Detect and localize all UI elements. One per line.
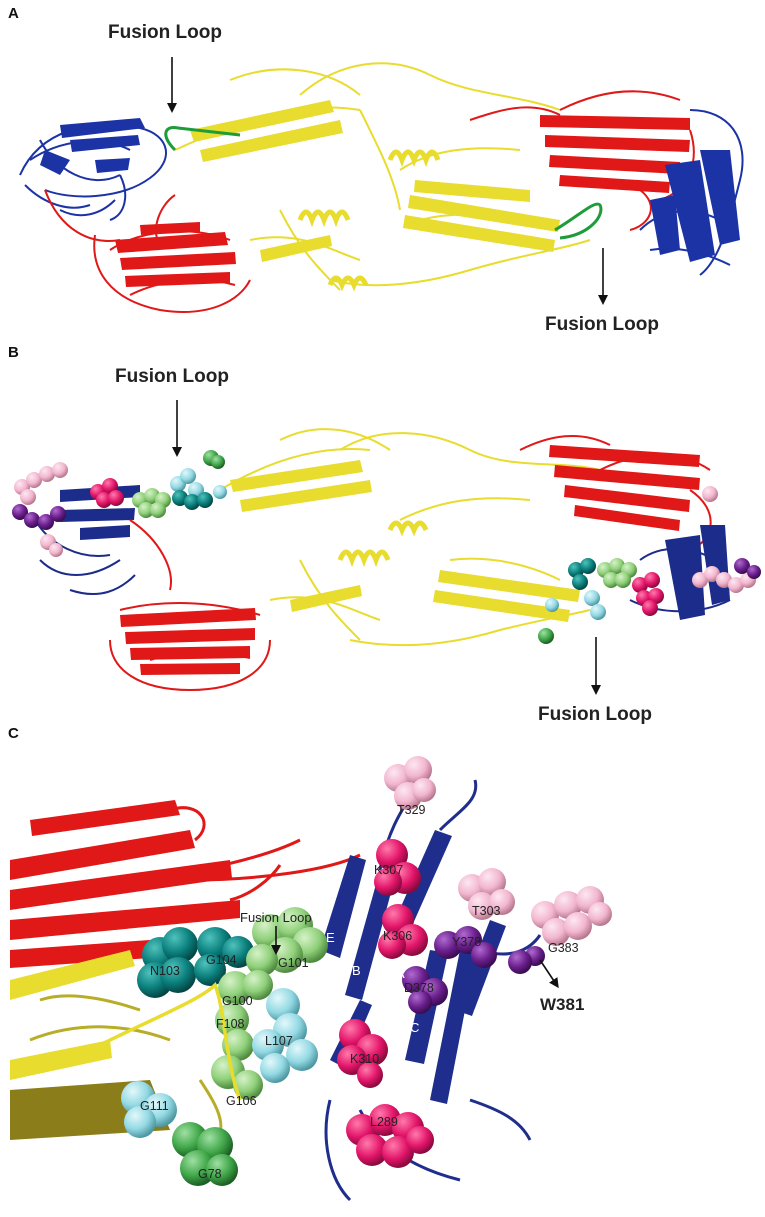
residue-label-k310: K310	[350, 1052, 379, 1066]
sphere-g111	[121, 1081, 177, 1138]
sphere-g78	[172, 1122, 238, 1186]
residue-label-d378: D378	[404, 981, 434, 995]
sphere-k310	[337, 1019, 388, 1088]
domain-i-center	[174, 62, 591, 291]
fusion-loop-label-b-left: Fusion Loop	[115, 366, 229, 387]
sphere-cluster-b-left	[12, 450, 227, 557]
residue-label-l107: L107	[265, 1034, 293, 1048]
residue-label-f108: F108	[216, 1017, 245, 1031]
sphere-l289	[346, 1104, 434, 1168]
sphere-n103	[137, 927, 198, 998]
panel-b: B	[8, 344, 761, 725]
residue-label-g78: G78	[198, 1167, 222, 1181]
fusion-loop-a-left	[164, 125, 241, 152]
domain-i-helix	[297, 149, 441, 292]
w381-label: W381	[540, 995, 584, 1014]
panel-letter-a: A	[8, 5, 19, 22]
domain-ii-left-b-sheet	[120, 608, 256, 675]
sphere-g100	[218, 970, 273, 1005]
sphere-l107	[252, 988, 318, 1083]
sphere-k307	[374, 839, 421, 896]
sphere-g104	[194, 927, 254, 986]
domain-ii-right-b-sheet	[549, 445, 700, 531]
w381-arrow	[539, 959, 559, 989]
fusion-loop-a-right	[554, 202, 603, 240]
residue-label-g104: G104	[206, 953, 237, 967]
residue-label-n103: N103	[150, 964, 180, 978]
domain-i-zoom-overloop	[99, 981, 242, 1101]
strand-label-f: F	[433, 1038, 441, 1053]
domain-ii-left-sheet	[115, 222, 236, 287]
strand-label-b: B	[352, 963, 361, 978]
residue-label-g383: G383	[548, 941, 579, 955]
residue-label-g100: G100	[222, 994, 253, 1008]
domain-ii-zoom	[10, 800, 240, 968]
domain-iii-left	[19, 123, 167, 221]
residue-label-g111: G111	[140, 1099, 169, 1113]
domain-iii-left-sheet	[40, 118, 145, 175]
panel-letter-b: B	[8, 344, 19, 361]
domain-iii-right-sheet	[650, 150, 740, 262]
panel-letter-c: C	[8, 725, 19, 742]
domain-i-b-sheet	[230, 460, 580, 622]
fusion-loop-label-c: Fusion Loop	[240, 910, 312, 925]
residue-label-k306: K306	[383, 929, 412, 943]
fusion-loop-label-a-right: Fusion Loop	[545, 314, 659, 335]
sphere-y378	[434, 926, 532, 974]
sphere-cluster-b-right	[538, 486, 761, 644]
sphere-d378	[402, 966, 448, 1014]
domain-i-zoom	[10, 950, 135, 1080]
sphere-g106	[211, 1055, 263, 1100]
strand-label-e: E	[326, 930, 335, 945]
residue-label-k307: K307	[374, 863, 403, 877]
panel-a: A	[8, 5, 744, 335]
domain-i-b-helix	[337, 520, 429, 568]
domain-ii-zoom-loops	[169, 806, 361, 902]
fusion-loop-label-b-right: Fusion Loop	[538, 704, 652, 725]
panel-c: C	[8, 725, 612, 1202]
sphere-k306	[378, 904, 428, 959]
sphere-t329	[384, 756, 436, 810]
strand-label-a: A	[396, 966, 405, 981]
strand-label-c: C	[410, 1020, 419, 1035]
sphere-t303	[458, 868, 515, 920]
residue-label-y378: Y378	[452, 935, 481, 949]
residue-label-t329: T329	[397, 803, 426, 817]
domain-ii-right-sheet	[540, 115, 690, 193]
residue-label-l289: L289	[370, 1115, 398, 1129]
residue-label-g106: G106	[226, 1094, 257, 1108]
residue-label-g101: G101	[278, 956, 309, 970]
sphere-g101	[246, 907, 328, 976]
fusion-loop-label-a-left: Fusion Loop	[108, 22, 222, 43]
strand-label-g: G	[473, 1005, 483, 1020]
residue-label-t303: T303	[472, 904, 501, 918]
domain-i-sheet	[190, 100, 560, 262]
